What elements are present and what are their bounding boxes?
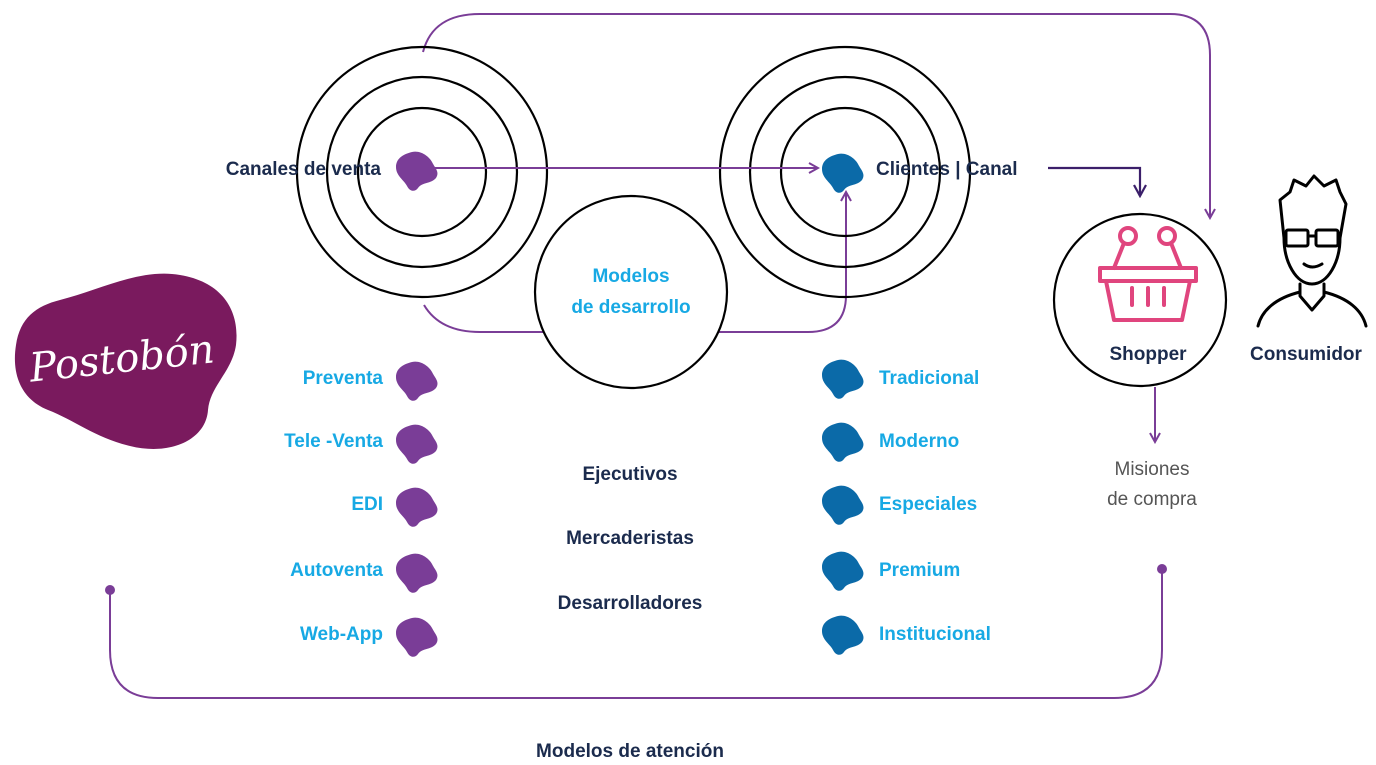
client-channel-list: Tradicional Moderno Especiales Premium I… <box>822 359 991 655</box>
tradicional-blob-icon <box>822 359 864 399</box>
channel-item-institucional: Institucional <box>879 624 991 645</box>
shopper-circle <box>1052 212 1228 388</box>
attention-models-label: Modelos de atención <box>536 741 724 762</box>
moderno-blob-icon <box>822 422 864 462</box>
roles-list: Ejecutivos Mercaderistas Desarrolladores <box>558 464 703 614</box>
channel-item-especiales: Especiales <box>879 494 977 515</box>
edi-blob-icon <box>396 487 438 527</box>
missions-label-line1: Misiones <box>1115 459 1190 480</box>
postobon-logo: Postobón <box>14 273 237 449</box>
channel-item-autoventa: Autoventa <box>290 560 383 581</box>
webapp-blob-icon <box>396 617 438 657</box>
televenta-blob-icon <box>396 424 438 464</box>
sales-channels-blob-icon <box>396 151 438 191</box>
clients-channel-label: Clientes | Canal <box>876 159 1018 180</box>
sales-channels-label: Canales de venta <box>226 159 382 180</box>
shopping-basket-icon <box>1098 226 1198 322</box>
channel-item-moderno: Moderno <box>879 431 959 452</box>
top-connector-line <box>422 13 1210 218</box>
clients-to-shopper-arrow <box>1048 166 1140 196</box>
missions-label-line2: de compra <box>1107 489 1197 510</box>
sales-channel-list: Preventa Tele -Venta EDI Autoventa Web-A… <box>284 361 438 657</box>
sales-channels-target <box>295 45 549 299</box>
clients-target <box>718 45 972 299</box>
clients-blob-icon <box>822 153 864 193</box>
channel-item-preventa: Preventa <box>303 368 384 389</box>
development-models-circle <box>533 194 729 390</box>
consumer-label: Consumidor <box>1250 344 1362 365</box>
attention-models-bracket <box>105 564 1167 699</box>
shopper-label: Shopper <box>1109 344 1187 365</box>
role-item-desarrolladores: Desarrolladores <box>558 593 703 614</box>
development-connector-line <box>423 192 846 333</box>
premium-blob-icon <box>822 551 864 591</box>
especiales-blob-icon <box>822 485 864 525</box>
channel-item-tradicional: Tradicional <box>879 368 979 389</box>
role-item-ejecutivos: Ejecutivos <box>582 464 677 485</box>
role-item-mercaderistas: Mercaderistas <box>566 528 694 549</box>
development-models-label-line2: de desarrollo <box>571 297 690 318</box>
preventa-blob-icon <box>396 361 438 401</box>
channel-item-televenta: Tele -Venta <box>284 431 383 452</box>
person-with-glasses-icon <box>1256 174 1368 328</box>
development-models-label-line1: Modelos <box>592 266 669 287</box>
autoventa-blob-icon <box>396 553 438 593</box>
channel-item-edi: EDI <box>351 494 383 515</box>
channel-item-premium: Premium <box>879 560 960 581</box>
channel-item-webapp: Web-App <box>300 624 383 645</box>
institucional-blob-icon <box>822 615 864 655</box>
